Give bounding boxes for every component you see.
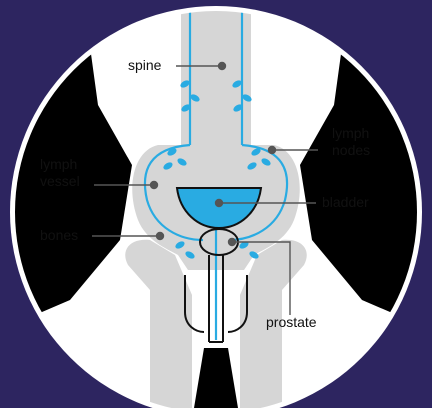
leader-dot-bladder <box>216 200 223 207</box>
label-bladder: bladder <box>322 195 369 210</box>
leader-dot-lymph-vessel <box>151 182 158 189</box>
leader-dot-spine <box>219 63 226 70</box>
leader-dot-prostate <box>229 239 236 246</box>
label-spine: spine <box>128 58 161 73</box>
label-lymph-vessel-line1: lymph <box>40 157 77 172</box>
leader-dot-lymph-nodes <box>269 147 276 154</box>
label-bones: bones <box>40 228 78 243</box>
label-lymph-nodes-line1: lymph <box>332 126 369 141</box>
label-prostate: prostate <box>266 315 317 330</box>
label-lymph-nodes-line2: nodes <box>332 143 370 158</box>
label-lymph-vessel-line2: vessel <box>40 174 80 189</box>
leader-dot-bones <box>157 233 164 240</box>
